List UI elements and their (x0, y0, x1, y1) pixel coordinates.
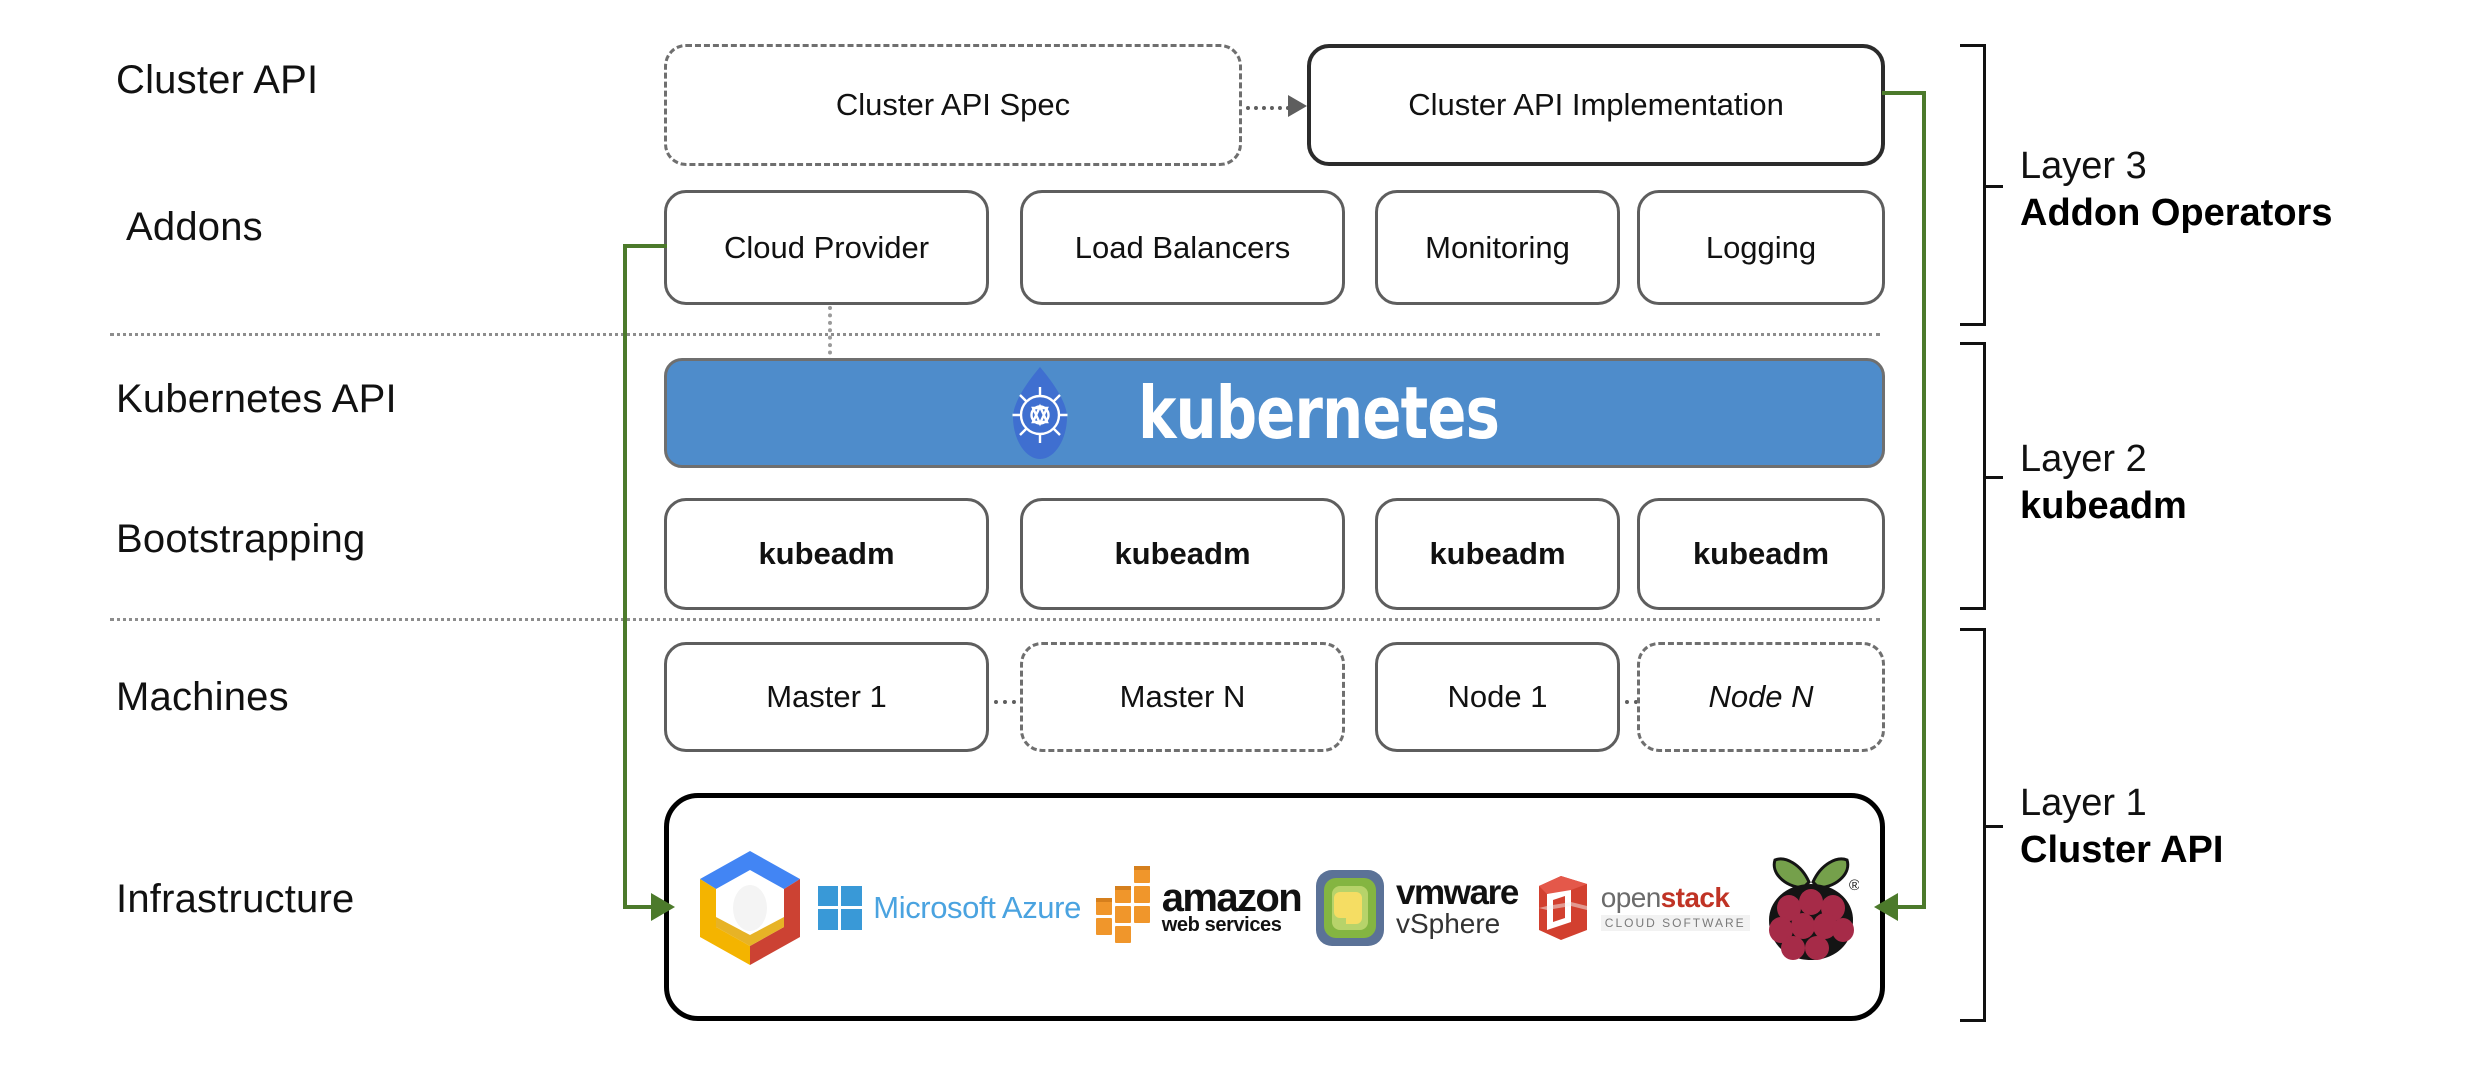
green-connector-left-vertical (623, 244, 627, 909)
addon-label: Cloud Provider (723, 229, 930, 265)
machine-label: Master 1 (766, 679, 887, 715)
spec-to-implementation-connector (1246, 106, 1298, 110)
separator-layer2-layer1 (110, 618, 1880, 621)
machine-label: Master N (1119, 679, 1246, 715)
microsoft-azure-logo: Microsoft Azure (817, 885, 1081, 931)
layer-2-line-1: Layer 2 (2020, 438, 2147, 480)
machine-box-node-1[interactable]: Node 1 (1375, 642, 1620, 752)
bootstrap-box-3[interactable]: kubeadm (1375, 498, 1620, 610)
layer-2-bracket-nub (1983, 476, 2003, 479)
machine-label: Node N (1708, 679, 1814, 715)
row-label-cluster-api: Cluster API (116, 58, 319, 102)
spec-to-implementation-arrowhead (1288, 95, 1307, 117)
machines-ellipsis-masters (994, 700, 1016, 704)
row-label-machines: Machines (116, 675, 289, 719)
openstack-tagline: CLOUD SOFTWARE (1600, 915, 1750, 931)
vmware-vsphere-logo: vmware vSphere (1314, 868, 1519, 948)
cluster-api-spec-label: Cluster API Spec (835, 87, 1071, 123)
raspberry-pi-icon: ® (1763, 850, 1859, 966)
bootstrap-label: kubeadm (1429, 536, 1566, 572)
row-label-infrastructure: Infrastructure (116, 877, 355, 921)
addon-box-logging[interactable]: Logging (1637, 190, 1885, 305)
kubernetes-banner[interactable]: kubernetes (664, 358, 1885, 468)
cluster-api-implementation-box[interactable]: Cluster API Implementation (1307, 44, 1885, 166)
cluster-api-implementation-label: Cluster API Implementation (1408, 87, 1784, 123)
row-label-kubernetes-api: Kubernetes API (116, 377, 397, 421)
aws-secondary-label: web services (1161, 913, 1282, 936)
vmware-secondary-label: vSphere (1395, 907, 1501, 939)
layer-2-bracket (1960, 342, 2003, 610)
layer-1-bracket (1960, 628, 2003, 1022)
green-arrowhead-into-infrastructure-right (1874, 893, 1898, 921)
addon-box-monitoring[interactable]: Monitoring (1375, 190, 1620, 305)
layer-1-line-1: Layer 1 (2020, 782, 2147, 824)
row-label-bootstrapping: Bootstrapping (116, 517, 366, 561)
aws-primary-label: amazon (1161, 875, 1303, 920)
layer-3-label: Layer 3 Addon Operators (2020, 145, 2332, 235)
amazon-web-services-logo: amazon web services (1094, 862, 1303, 954)
addon-label: Logging (1705, 229, 1817, 265)
layer-1-line-2: Cluster API (2020, 829, 2224, 871)
machine-box-master-1[interactable]: Master 1 (664, 642, 989, 752)
openstack-label-stack: stack (1660, 882, 1730, 913)
bootstrap-box-2[interactable]: kubeadm (1020, 498, 1345, 610)
cloud-provider-to-kubernetes-connector (828, 306, 832, 362)
bootstrap-label: kubeadm (1692, 536, 1830, 572)
separator-layer3-layer2 (110, 333, 1880, 336)
layer-1-bracket-nub (1983, 825, 2003, 828)
green-connector-left-top (623, 244, 667, 248)
kubernetes-helm-wheel-icon (1005, 365, 1075, 461)
microsoft-azure-label: Microsoft Azure (873, 889, 1081, 925)
layer-3-line-2: Addon Operators (2020, 192, 2333, 234)
addon-label: Monitoring (1425, 229, 1570, 265)
machine-box-master-n[interactable]: Master N (1020, 642, 1345, 752)
cluster-api-spec-box[interactable]: Cluster API Spec (664, 44, 1242, 166)
layer-3-bracket-nub (1983, 185, 2003, 188)
bootstrap-box-4[interactable]: kubeadm (1637, 498, 1885, 610)
layer-2-label: Layer 2 kubeadm (2020, 438, 2187, 528)
row-label-addons: Addons (126, 205, 263, 249)
machine-box-node-n[interactable]: Node N (1637, 642, 1885, 752)
addon-box-cloud-provider[interactable]: Cloud Provider (664, 190, 989, 305)
addon-label: Load Balancers (1074, 229, 1291, 265)
bootstrap-box-1[interactable]: kubeadm (664, 498, 989, 610)
infrastructure-box[interactable] (664, 793, 1885, 1021)
machines-ellipsis-nodes (1625, 700, 1647, 704)
machine-label: Node 1 (1447, 679, 1548, 715)
green-arrowhead-into-infrastructure-left (651, 893, 675, 921)
infrastructure-provider-logos: Microsoft Azure amazon web service (690, 845, 1865, 970)
kubernetes-wordmark: kubernetes (1138, 371, 1500, 455)
openstack-logo: open stack CLOUD SOFTWARE (1531, 872, 1750, 944)
layer-3-line-1: Layer 3 (2020, 145, 2147, 187)
green-connector-right-vertical (1922, 91, 1926, 909)
addon-box-load-balancers[interactable]: Load Balancers (1020, 190, 1345, 305)
green-connector-right-bottom (1896, 905, 1926, 909)
svg-text:®: ® (1849, 877, 1859, 894)
google-cloud-platform-icon (696, 849, 804, 967)
layer-1-label: Layer 1 Cluster API (2020, 782, 2223, 872)
openstack-label-open: open (1600, 882, 1661, 913)
bootstrap-label: kubeadm (1114, 536, 1251, 572)
green-connector-left-bottom (623, 905, 659, 909)
layer-3-bracket (1960, 44, 2003, 326)
green-connector-right-top (1882, 91, 1926, 95)
layer-2-line-2: kubeadm (2020, 485, 2187, 527)
bootstrap-label: kubeadm (758, 536, 895, 572)
vmware-primary-label: vmware (1395, 873, 1519, 913)
